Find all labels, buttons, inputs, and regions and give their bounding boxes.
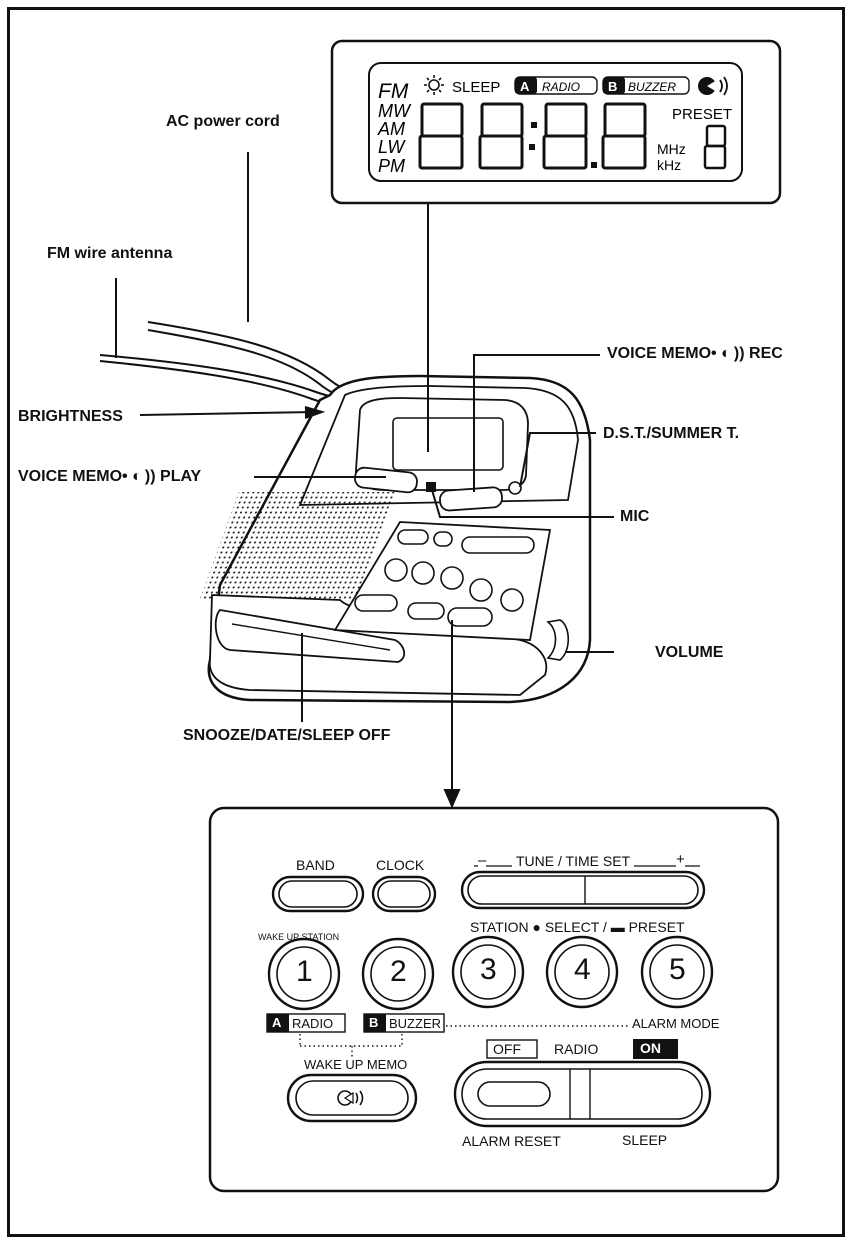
- station-select-preset-label: STATION ● SELECT / ▬ PRESET: [470, 919, 685, 935]
- ac-power-cord-label: AC power cord: [166, 113, 280, 130]
- preset-5-label: 5: [669, 953, 686, 986]
- lcd-digit-4: [601, 102, 647, 170]
- preset-3-label: 3: [480, 953, 497, 986]
- clock-label: CLOCK: [376, 857, 425, 873]
- lcd-preset-digit: [703, 124, 727, 170]
- lcd-mw-label: MW: [378, 101, 412, 121]
- preset-4-label: 4: [574, 953, 591, 986]
- page-frame: [7, 7, 845, 1237]
- lcd-digit-1: [418, 102, 464, 170]
- dst-summer-label: D.S.T./SUMMER T.: [603, 425, 740, 442]
- tune-plus-label: +: [676, 851, 685, 868]
- radio-off-on-switch[interactable]: [453, 1060, 712, 1128]
- panel-a-badge: A: [272, 1015, 282, 1030]
- lcd-radio-label: RADIO: [542, 80, 580, 94]
- preset-2-label: 2: [390, 955, 407, 988]
- preset-button-4[interactable]: [545, 935, 619, 1009]
- lcd-mhz-label: MHz: [657, 141, 686, 157]
- brightness-label: BRIGHTNESS: [18, 408, 123, 425]
- lcd-a-badge: A: [520, 79, 530, 94]
- sleep-label: SLEEP: [622, 1132, 668, 1148]
- alarm-reset-label: ALARM RESET: [462, 1133, 561, 1149]
- on-label: ON: [640, 1040, 661, 1056]
- preset-button-5[interactable]: [640, 935, 714, 1009]
- voice-memo-icon: [337, 1090, 364, 1106]
- lcd-pm-label: PM: [378, 156, 405, 176]
- panel-radio-label: RADIO: [292, 1016, 334, 1031]
- lcd-fm-label: FM: [378, 80, 409, 103]
- off-label: OFF: [493, 1041, 521, 1057]
- lcd-colon: [529, 122, 537, 150]
- radio-switch-label: RADIO: [554, 1041, 599, 1057]
- volume-label: VOLUME: [655, 644, 724, 661]
- mic-label: MIC: [620, 508, 650, 525]
- preset-1-label: 1: [296, 955, 313, 988]
- lcd-buzzer-label: BUZZER: [628, 80, 676, 94]
- lcd-digit-2: [478, 102, 524, 170]
- wake-up-memo-label: WAKE UP MEMO: [302, 1057, 410, 1072]
- lcd-sleep-label: SLEEP: [452, 79, 500, 96]
- alarm-mode-label: ALARM MODE: [632, 1016, 720, 1031]
- lcd-am-label: AM: [377, 119, 405, 139]
- snooze-label: SNOOZE/DATE/SLEEP OFF: [183, 727, 391, 744]
- sun-icon: [424, 75, 444, 95]
- wake-up-station-label: WAKE UP STATION: [258, 932, 340, 942]
- panel-buzzer-label: BUZZER: [389, 1016, 441, 1031]
- band-label: BAND: [296, 857, 335, 873]
- preset-button-2[interactable]: [361, 937, 435, 1011]
- preset-button-3[interactable]: [451, 935, 525, 1009]
- tune-time-set-label: TUNE / TIME SET: [512, 853, 635, 869]
- leader-lines: [115, 152, 614, 809]
- voice-memo-rec-label: VOICE MEMO• ◐ )) REC: [607, 345, 783, 362]
- panel-b-badge: B: [369, 1015, 379, 1030]
- lcd-b-badge: B: [608, 79, 617, 94]
- lcd-preset-label: PRESET: [672, 106, 732, 123]
- tune-minus-label: –: [478, 852, 487, 869]
- clock-radio-body: [199, 374, 592, 704]
- lcd-khz-label: kHz: [657, 157, 681, 173]
- lcd-digit-3: [542, 102, 588, 170]
- fm-wire-antenna-label: FM wire antenna: [47, 245, 173, 262]
- preset-button-1[interactable]: [267, 937, 341, 1011]
- lcd-decimal-point: [591, 162, 597, 168]
- voice-memo-play-label: VOICE MEMO• ◐ )) PLAY: [18, 468, 202, 485]
- voice-memo-icon: [698, 76, 728, 96]
- lcd-lw-label: LW: [378, 137, 406, 157]
